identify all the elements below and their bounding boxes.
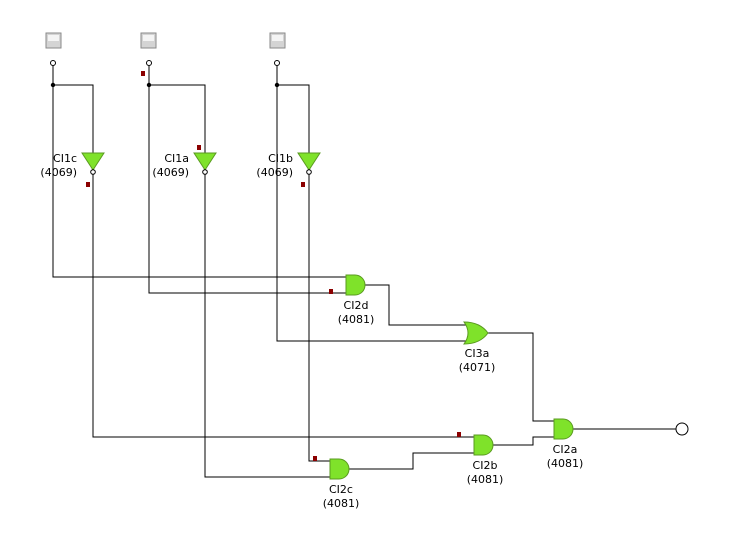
gate-name: CI2c: [329, 483, 353, 496]
state-marker: [197, 145, 201, 150]
junction-dots: [50, 82, 280, 88]
wires: [52, 66, 676, 478]
and-gate-ci2b[interactable]: CI2b (4081): [457, 432, 503, 486]
state-marker: [329, 289, 333, 294]
state-marker: [457, 432, 461, 437]
and-gate-icon: [553, 418, 574, 440]
gate-part: (4069): [152, 166, 189, 179]
inverter-icon: [81, 152, 105, 171]
inverter-icon: [297, 152, 321, 171]
junction-dot: [146, 82, 152, 88]
state-marker: [313, 456, 317, 461]
state-marker: [301, 182, 305, 187]
input-pin: [146, 60, 152, 66]
state-marker: [86, 182, 90, 187]
gate-part: (4081): [467, 473, 504, 486]
inverter-icon: [193, 152, 217, 171]
and-gate-icon: [329, 458, 350, 480]
and-gate-icon: [473, 434, 494, 456]
input-switch-3[interactable]: [269, 32, 286, 66]
gate-part: (4081): [323, 497, 360, 510]
and-gate-ci2c[interactable]: CI2c (4081): [313, 456, 359, 510]
input-pin: [274, 60, 280, 66]
output-probe[interactable]: [675, 422, 689, 436]
and-gate-icon: [345, 274, 366, 296]
gate-part: (4069): [256, 166, 293, 179]
inverter-ci1a[interactable]: CI1a (4069): [152, 145, 217, 179]
or-gate-icon: [463, 321, 489, 345]
junction-dot: [50, 82, 56, 88]
input-pin: [50, 60, 56, 66]
and-gate-ci2d[interactable]: CI2d (4081): [329, 274, 375, 326]
gate-part: (4071): [459, 361, 496, 374]
gate-name: CI3a: [465, 347, 490, 360]
output-probe-icon[interactable]: [675, 422, 689, 436]
gate-name: CI1a: [164, 152, 189, 165]
gate-name: CI2d: [344, 299, 369, 312]
inverter-ci1b[interactable]: CI1b (4069): [256, 152, 321, 187]
gate-part: (4081): [547, 457, 584, 470]
and-gate-ci2a[interactable]: CI2a (4081): [547, 418, 584, 470]
state-marker: [141, 71, 145, 76]
input-switch-2[interactable]: [140, 32, 157, 76]
input-switch-1[interactable]: [45, 32, 62, 66]
gate-name: CI1b: [268, 152, 293, 165]
gate-name: CI2b: [473, 459, 498, 472]
gate-part: (4081): [338, 313, 375, 326]
gate-name: CI1c: [53, 152, 77, 165]
gate-name: CI2a: [553, 443, 578, 456]
junction-dot: [274, 82, 280, 88]
gate-part: (4069): [40, 166, 77, 179]
or-gate-ci3a[interactable]: CI3a (4071): [459, 321, 496, 374]
inverter-ci1c[interactable]: CI1c (4069): [40, 152, 105, 187]
